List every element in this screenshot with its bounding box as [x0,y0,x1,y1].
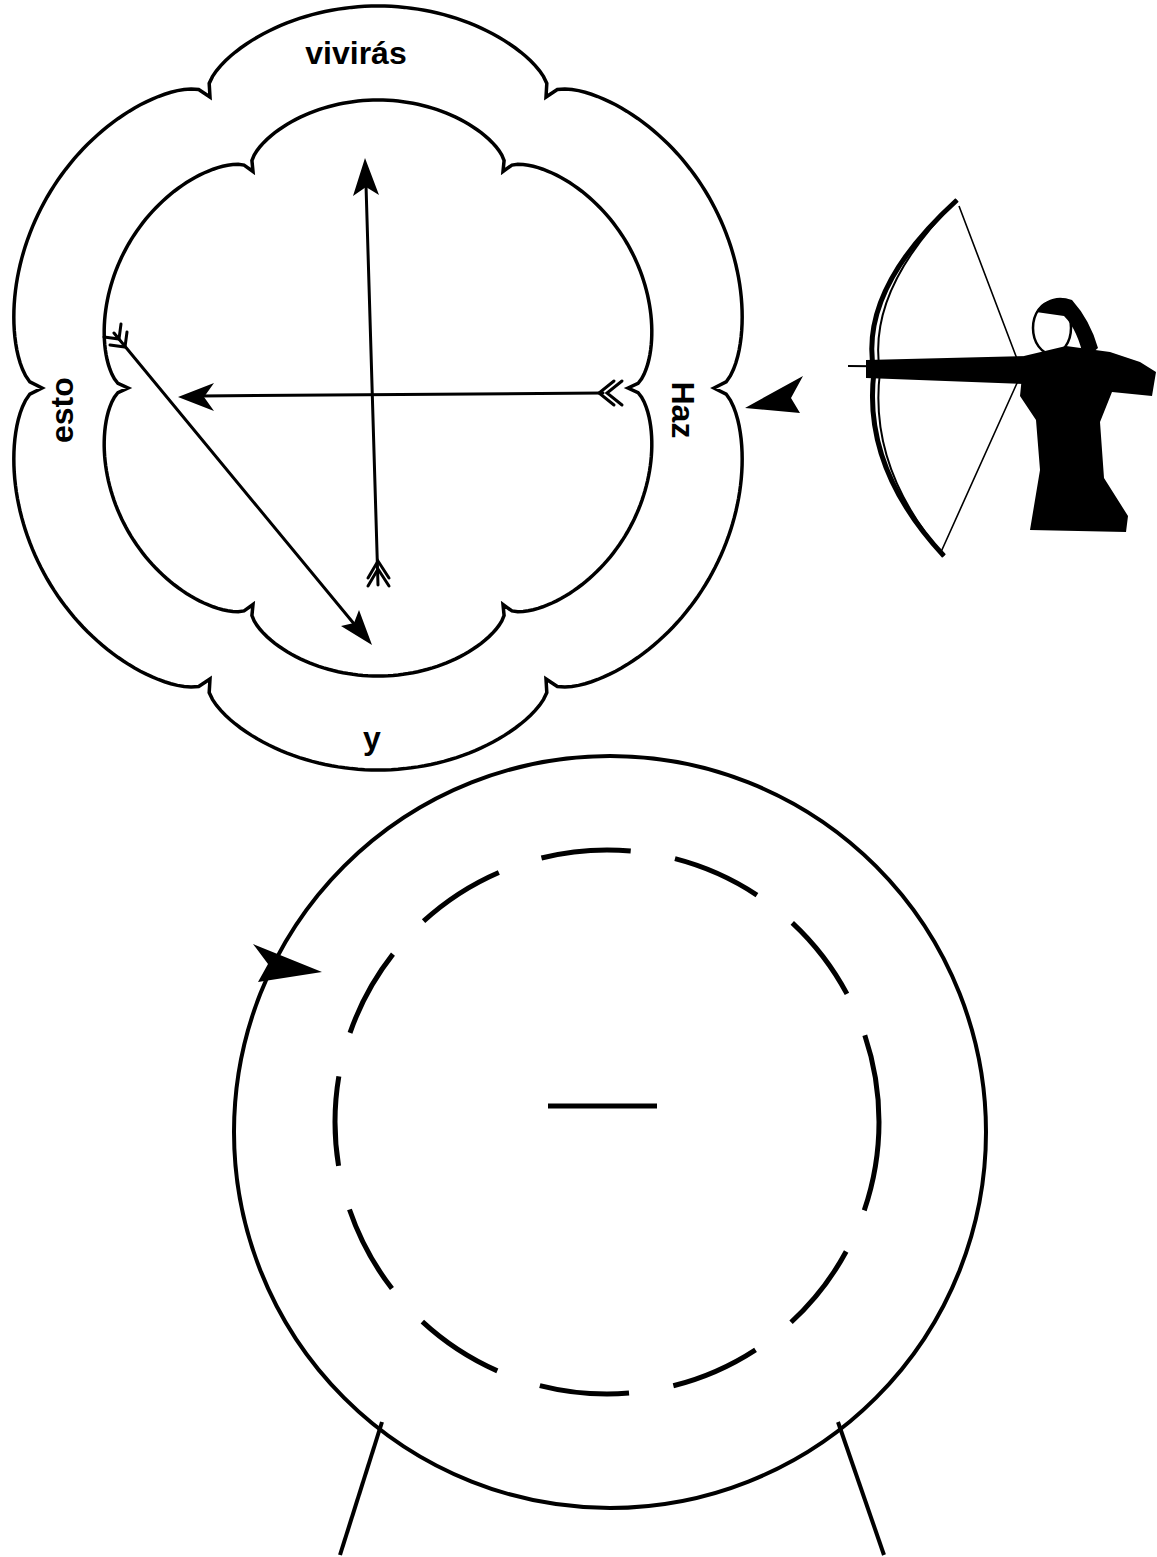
target-leg [838,1422,884,1555]
arrowhead [353,158,379,196]
direction-marker [745,376,803,413]
frame-word: vivirás [305,36,406,71]
flower-frame: Haz esto y vivirás [0,0,760,780]
arrow-fletching [110,332,127,347]
node-outline [0,0,760,780]
arrow-shaft [200,393,603,396]
archer-body [1020,346,1156,532]
archer [848,200,1156,556]
text-holder: Haz [663,382,699,439]
flower-outline [14,6,742,770]
frame-word: esto [45,378,80,444]
arrow-fletching [368,561,389,578]
direction-marker [253,944,322,982]
arrow-fletching [104,324,121,339]
arrow-shaft [366,185,378,585]
arrow-shaft [114,333,355,625]
frame-word: y [363,721,381,756]
target [234,756,986,1555]
target-ring [234,756,986,1508]
target-leg [340,1422,382,1555]
frame-word: Haz [664,382,699,439]
archer-arm [866,356,1030,384]
arrowheads [178,158,803,982]
text-holder: vivirás [305,36,407,72]
text-holder: y [363,721,381,757]
flower-outline [104,100,652,676]
text-holder: esto [45,377,81,443]
target-dashed-ring [335,850,879,1394]
inner-arrows [104,185,622,625]
arrowhead [178,383,214,411]
arrow-fletching [607,381,622,405]
target-center [548,1104,657,1109]
arrowhead [341,610,372,645]
